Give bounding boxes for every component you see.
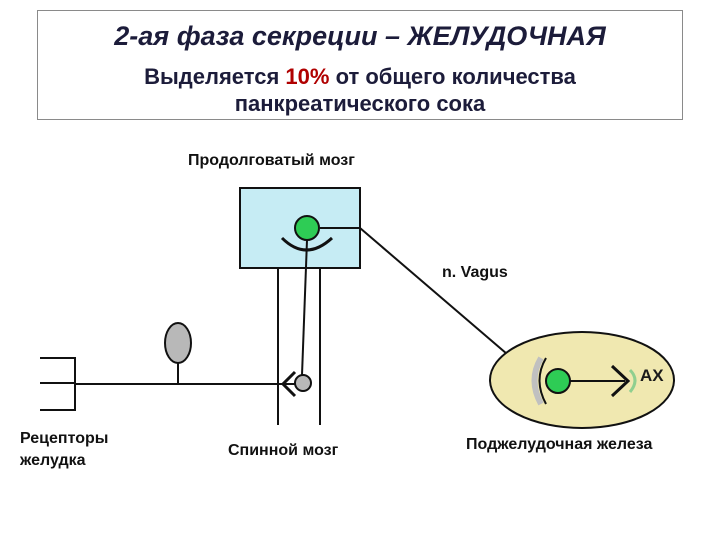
subtitle-line2: панкреатического сока xyxy=(234,91,486,116)
acetylcholine-release-mark xyxy=(628,368,637,393)
spinal-synapse-chevron xyxy=(280,370,297,398)
pancreas-neuron xyxy=(545,368,571,394)
descending-fiber xyxy=(301,239,308,376)
medulla-neuron xyxy=(294,215,320,241)
acetylcholine-label: АХ xyxy=(640,366,664,385)
slide-subtitle: Выделяется 10% от общего количества панк… xyxy=(38,63,682,117)
medulla-label: Продолговатый мозг xyxy=(188,152,355,169)
title-box: 2-ая фаза секреции – ЖЕЛУДОЧНАЯ Выделяет… xyxy=(37,10,683,120)
subtitle-percent: 10% xyxy=(285,64,330,89)
spinal-cord-label: Спинной мозг xyxy=(228,442,339,459)
sensory-ganglion xyxy=(164,322,192,364)
vagus-label: n. Vagus xyxy=(442,264,508,281)
pancreas-terminal-chevron xyxy=(610,364,631,398)
subtitle-suffix: от общего количества xyxy=(329,64,576,89)
subtitle-prefix: Выделяется xyxy=(144,64,286,89)
pancreas-label: Поджелудочная железа xyxy=(466,436,653,453)
pancreas-synapse-arc-gray xyxy=(531,356,544,406)
stomach-receptors-label: Рецепторы желудка xyxy=(20,430,109,469)
slide-title: 2-ая фаза секреции – ЖЕЛУДОЧНАЯ xyxy=(114,21,606,51)
spinal-neuron xyxy=(294,374,312,392)
pancreas-synapse-arc xyxy=(538,357,547,405)
